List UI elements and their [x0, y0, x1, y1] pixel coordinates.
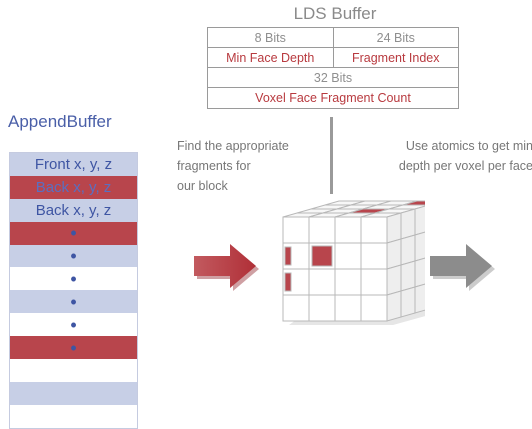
append-buffer-row	[10, 404, 137, 428]
cube-red-voxel	[284, 246, 292, 266]
annotation-line: our block	[177, 179, 228, 193]
cube-front-cell	[360, 242, 388, 270]
annotation-line: Find the appropriate	[177, 139, 289, 153]
ellipsis-dot: •	[70, 314, 77, 335]
cube-side-cell	[414, 283, 425, 314]
annotation-use-atomics: Use atomics to get min depth per voxel p…	[353, 136, 532, 176]
annotation-find-fragments: Find the appropriate fragments for our b…	[177, 136, 337, 196]
cube-front-cell	[334, 294, 362, 322]
cube-front-cell	[308, 216, 336, 244]
cube-side-cell	[400, 286, 416, 318]
cube-side-cell	[400, 260, 416, 292]
voxel-block-cube	[282, 200, 425, 325]
cube-side-cell	[414, 257, 425, 288]
arrow-right-gray-icon	[430, 244, 495, 291]
cube-front-cell	[334, 242, 362, 270]
lds-cell-voxel-face-fragment-count: Voxel Face Fragment Count	[255, 91, 411, 105]
annotation-line: Use atomics to get min	[405, 139, 532, 153]
lds-cell-min-face-depth: Min Face Depth	[226, 50, 315, 65]
append-buffer-title: AppendBuffer	[8, 112, 112, 131]
cube-side-cell	[386, 238, 402, 270]
lds-buffer-title: LDS Buffer	[293, 4, 377, 23]
cube-front-cell	[334, 216, 362, 244]
append-buffer-entry: Front x, y, z	[34, 155, 113, 173]
lds-connector-line	[330, 117, 333, 194]
lds-cell-32-bits: 32 Bits	[313, 70, 353, 85]
lds-row-bits: 8 Bits 24 Bits	[208, 28, 458, 48]
annotation-line: depth per voxel per face	[398, 159, 532, 173]
ellipsis-dot: •	[70, 246, 77, 266]
annotation-line: fragments for	[177, 159, 251, 173]
cube-front-cell	[282, 216, 310, 244]
ellipsis-dot: •	[70, 291, 77, 312]
cube-front-cell	[360, 216, 388, 244]
append-buffer-row: Front x, y, z	[10, 153, 137, 176]
cube-front-cell	[360, 268, 388, 296]
cube-side-cell	[386, 264, 402, 296]
append-buffer-entry: Back x, y, z	[35, 201, 112, 219]
ellipsis-dot: •	[70, 223, 77, 244]
cube-side-cell	[400, 208, 416, 240]
append-buffer-row	[10, 359, 137, 382]
cube-side-cell	[386, 212, 402, 244]
append-buffer-row: Back x, y, z	[10, 175, 137, 199]
cube-side-cell	[386, 290, 402, 322]
ellipsis-dot: •	[70, 337, 77, 358]
lds-cell-fragment-index: Fragment Index	[332, 48, 459, 67]
append-buffer-row: •	[10, 290, 137, 314]
append-buffer-row: •	[10, 336, 137, 360]
cube-side-cell	[414, 231, 425, 262]
append-buffer-row: •	[10, 244, 137, 268]
lds-row-count: Voxel Face Fragment Count	[208, 88, 458, 108]
cube-front-cell	[360, 294, 388, 322]
cube-side-cell	[400, 234, 416, 266]
cube-red-voxel	[284, 272, 292, 292]
lds-cell-24-bits: 24 Bits	[332, 28, 459, 47]
cube-top-cell	[402, 200, 425, 206]
cube-red-voxel	[311, 245, 333, 267]
lds-row-fields: Min Face Depth Fragment Index	[208, 48, 458, 68]
append-buffer-row: •	[10, 221, 137, 245]
lds-buffer-table: 8 Bits 24 Bits Min Face Depth Fragment I…	[207, 27, 459, 109]
append-buffer-row: •	[10, 313, 137, 337]
append-buffer-row: Back x, y, z	[10, 198, 137, 222]
arrow-right-red-icon	[194, 244, 259, 291]
lds-cell-8-bits: 8 Bits	[254, 30, 286, 45]
append-buffer-entry: Back x, y, z	[35, 178, 112, 196]
cube-front-cell	[282, 294, 310, 322]
cube-front-cell	[308, 294, 336, 322]
append-buffer-row: •	[10, 267, 137, 291]
lds-row-32-bits: 32 Bits	[208, 68, 458, 88]
cube-side-cell	[414, 205, 425, 236]
ellipsis-dot: •	[70, 268, 77, 289]
cube-front-cell	[308, 268, 336, 296]
cube-front-cell	[334, 268, 362, 296]
append-buffer-row	[10, 381, 137, 405]
